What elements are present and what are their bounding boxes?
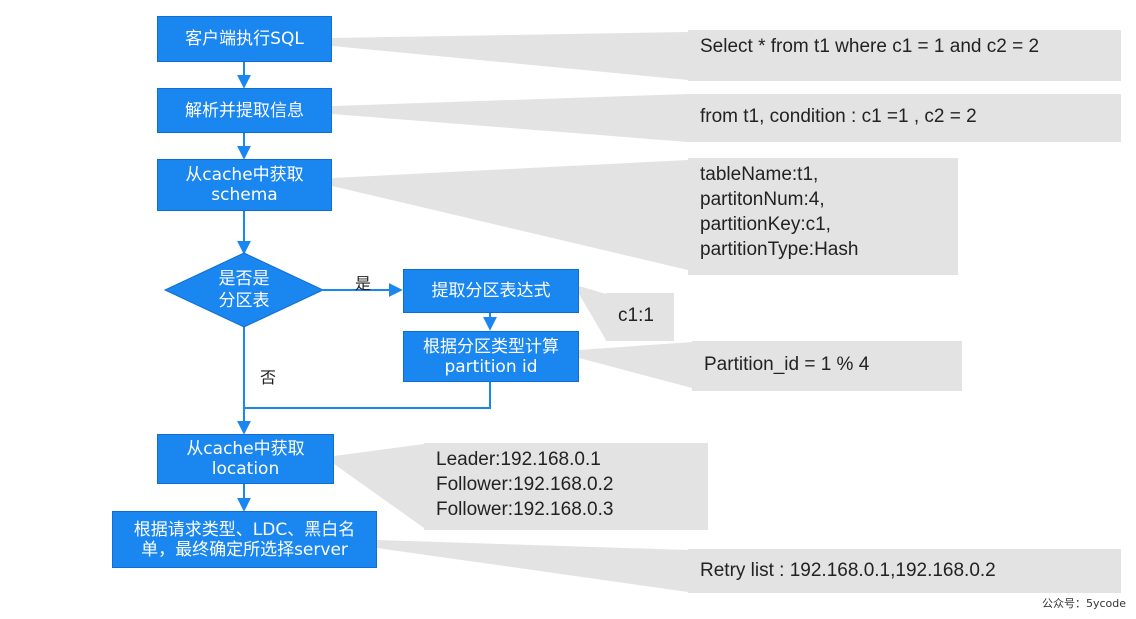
step-get-schema: 从cache中获取 schema xyxy=(157,159,332,211)
callout-schema xyxy=(332,160,688,270)
note-parse: from t1, condition : c1 =1 , c2 = 2 xyxy=(688,94,1121,142)
note-partition-text: Partition_id = 1 % 4 xyxy=(704,354,870,375)
step-select-server-line1: 根据请求类型、LDC、黑白名 xyxy=(133,519,356,540)
note-expr: c1:1 xyxy=(606,293,674,341)
step-client-exec-sql: 客户端执行SQL xyxy=(157,16,332,62)
note-sql: Select * from t1 where c1 = 1 and c2 = 2 xyxy=(688,30,1121,81)
note-partition: Partition_id = 1 % 4 xyxy=(692,341,962,391)
note-retry-text: Retry list : 192.168.0.1,192.168.0.2 xyxy=(700,560,996,581)
step-get-location-line1: 从cache中获取 xyxy=(186,439,305,459)
decision-diamond xyxy=(163,252,325,328)
note-schema-line-4: partitionType:Hash xyxy=(700,239,859,260)
step-parse-extract-label: 解析并提取信息 xyxy=(185,100,304,121)
note-schema-line-1: tableName:t1, xyxy=(700,164,819,185)
yes-label: 是 xyxy=(355,274,372,293)
callout-parse xyxy=(332,94,688,142)
step-parse-extract: 解析并提取信息 xyxy=(157,88,332,133)
no-label: 否 xyxy=(260,368,277,387)
branch-calc-partition-line2: partition id xyxy=(444,356,538,377)
note-location: Leader:192.168.0.1 Follower:192.168.0.2 … xyxy=(424,443,708,530)
note-schema-line-2: partitonNum:4, xyxy=(700,189,825,210)
step-client-exec-sql-label: 客户端执行SQL xyxy=(185,29,304,49)
note-location-line-1: Leader:192.168.0.1 xyxy=(436,449,601,470)
note-schema-line-3: partitionKey:c1, xyxy=(700,214,831,235)
branch-calc-partition-line1: 根据分区类型计算 xyxy=(423,336,559,357)
callout-retry xyxy=(377,540,688,592)
decision-label-line1: 是否是 xyxy=(218,269,270,289)
callout-location xyxy=(334,444,424,528)
step-get-location-line2: location xyxy=(211,459,280,479)
step-get-schema-line1: 从cache中获取 xyxy=(185,165,304,185)
note-location-line-2: Follower:192.168.0.2 xyxy=(436,474,614,495)
note-retry: Retry list : 192.168.0.1,192.168.0.2 xyxy=(688,549,1121,593)
note-location-line-3: Follower:192.168.0.3 xyxy=(436,499,614,520)
step-select-server-line2: 单，最终确定所选择server xyxy=(141,539,348,560)
decision-label: 是否是 分区表 xyxy=(190,268,298,312)
note-expr-text: c1:1 xyxy=(618,305,654,326)
watermark: 公众号：5ycode xyxy=(1041,597,1126,610)
callout-sql xyxy=(332,32,688,80)
note-sql-text: Select * from t1 where c1 = 1 and c2 = 2 xyxy=(700,36,1040,57)
step-get-schema-line2: schema xyxy=(211,185,278,205)
step-get-location: 从cache中获取 location xyxy=(157,434,334,484)
branch-extract-expr-label: 提取分区表达式 xyxy=(431,281,551,301)
branch-extract-expr: 提取分区表达式 xyxy=(403,269,579,313)
branch-calc-partition: 根据分区类型计算 partition id xyxy=(403,331,579,382)
callout-expr xyxy=(579,286,606,340)
decision-label-line2: 分区表 xyxy=(218,291,270,311)
note-schema: tableName:t1, partitonNum:4, partitionKe… xyxy=(688,158,958,275)
step-select-server: 根据请求类型、LDC、黑白名 单，最终确定所选择server xyxy=(112,511,377,568)
note-parse-text: from t1, condition : c1 =1 , c2 = 2 xyxy=(700,106,977,127)
line-branch-return xyxy=(244,382,491,409)
callout-partition xyxy=(579,342,692,388)
